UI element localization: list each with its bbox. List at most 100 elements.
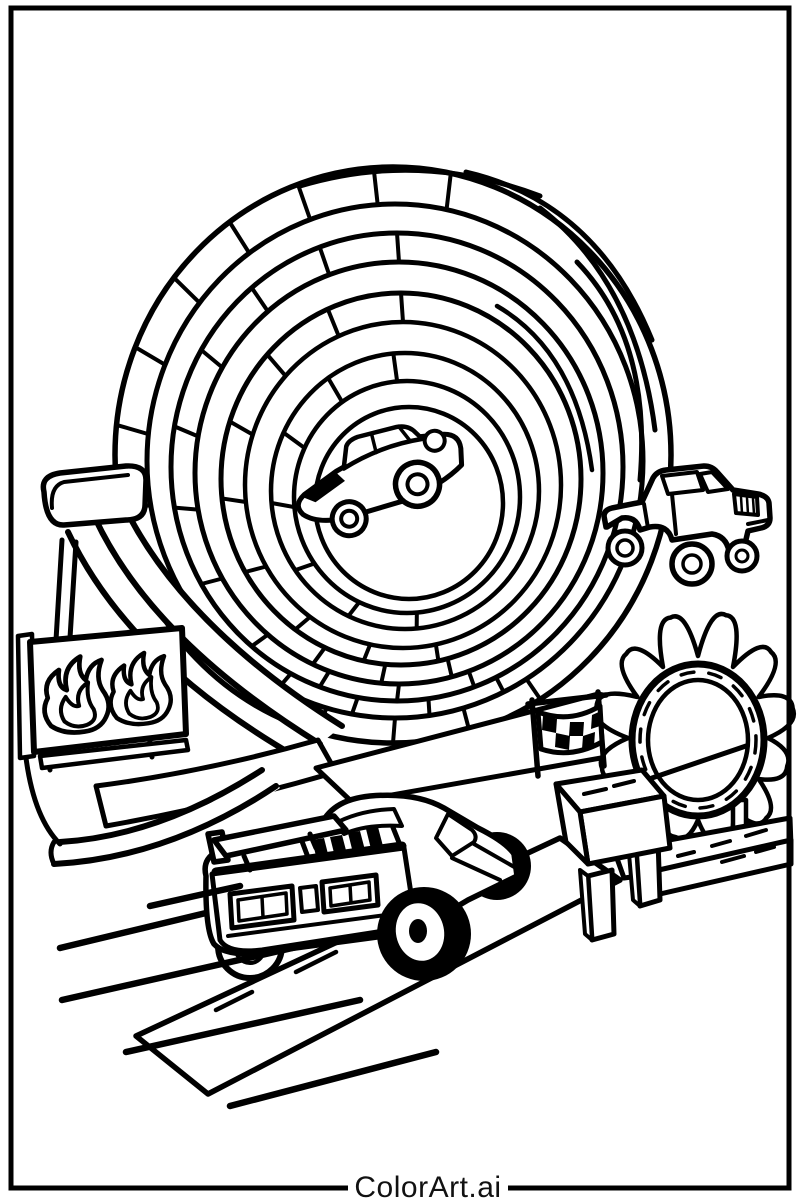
loop-rung: [349, 695, 360, 717]
loop-rung: [524, 676, 543, 702]
loop-ring: [268, 350, 542, 632]
car-rear-hub: [405, 472, 430, 497]
car-rear-wheel: [392, 459, 443, 510]
loop-rung: [317, 245, 332, 277]
loop-rung: [426, 696, 432, 718]
loop-rung: [293, 614, 313, 632]
car-front-hub: [339, 508, 360, 529]
loop-rung: [227, 220, 252, 256]
truck-mid-hub: [681, 553, 703, 575]
car-cabin: [341, 424, 425, 471]
loop-rung: [199, 576, 225, 586]
truck-front-hub: [734, 548, 750, 564]
car-window-lines: [369, 424, 413, 455]
checkered-banner: [525, 689, 609, 779]
speed-line: [58, 940, 314, 1004]
truck-rear-wheel: [605, 528, 645, 568]
slide-edge: [123, 507, 345, 729]
loop-rung: [243, 564, 269, 574]
loop-stunt-car: [295, 424, 465, 539]
lower-slide-surface: [54, 772, 280, 866]
truck-side-window: [660, 470, 705, 496]
loop-rung: [269, 501, 297, 510]
car-bumper-lines: [226, 884, 410, 938]
track-through-ring: [649, 743, 749, 781]
loop-rung: [399, 291, 405, 324]
car-door-lines: [450, 842, 518, 882]
car-right-rear-hub: [409, 919, 427, 943]
loop-rung: [317, 669, 332, 689]
loop-rung: [379, 662, 388, 686]
car-far-wheel: [422, 428, 447, 453]
loop-rung: [391, 351, 400, 384]
speed-lines: [56, 882, 440, 1110]
loop-rung: [310, 645, 327, 667]
loop-band-crossing: [463, 169, 655, 343]
banner-checkers: [542, 711, 601, 750]
loop-band-crossing: [494, 303, 595, 473]
truck-grille-slats: [739, 495, 756, 516]
car-front-wheel: [329, 499, 369, 539]
platform-hatches: [676, 828, 768, 858]
speed-line: [122, 996, 364, 1056]
ring-dashes: [638, 670, 758, 810]
truck-body-lines: [642, 492, 770, 536]
loop-rung: [293, 561, 317, 573]
speed-line: [146, 882, 244, 910]
lower-slide-swoosh: [23, 755, 63, 847]
truck-front-wheel: [724, 538, 760, 574]
footer-text-gap: [348, 1168, 508, 1200]
panel-bottom-bar: [37, 737, 191, 771]
loop-rung: [133, 345, 168, 367]
car-spoiler-mounts: [241, 831, 319, 873]
lower-slide-edge: [57, 767, 265, 845]
jumping-pickup-truck: [601, 463, 773, 587]
loop-rung: [433, 642, 441, 663]
speed-line: [226, 1048, 440, 1110]
loop-rung: [326, 375, 345, 404]
loop-rung: [346, 600, 362, 619]
loop-rung: [391, 716, 397, 745]
loop-rung: [325, 307, 341, 339]
car-rear-window: [332, 807, 404, 836]
loop-opening: [295, 411, 499, 595]
loop-ring: [291, 378, 523, 616]
loop-rung: [281, 430, 307, 450]
loop-rung: [445, 656, 454, 679]
truck-rear-hub: [615, 538, 635, 558]
car-spoiler: [211, 813, 349, 859]
loop-rung: [219, 496, 248, 505]
brand-footer-text: ColorArt.ai: [354, 1171, 501, 1200]
car-side-window: [434, 812, 478, 858]
loop-rung: [171, 275, 202, 305]
ramp-leg-side: [578, 868, 594, 942]
loop-rung: [249, 632, 270, 649]
lower-ramp-hatches: [720, 845, 776, 864]
ramp-dashes: [213, 878, 487, 1013]
lower-slide-tip: [48, 839, 57, 867]
support-pole: [53, 537, 79, 643]
truck-windshield: [698, 470, 730, 494]
jump-block-side: [553, 781, 591, 867]
jump-block-dashes: [582, 779, 636, 796]
loop-rung: [199, 348, 225, 370]
car-hood-shadow: [303, 473, 345, 503]
lower-slide-edge: [51, 783, 279, 867]
ramp-top-curl-line: [49, 473, 130, 510]
loop-rung: [444, 171, 453, 212]
loop-rung: [172, 424, 201, 439]
flame-ramp-tower: [15, 463, 345, 773]
loop-rung: [249, 285, 270, 314]
loop-rung: [265, 352, 288, 378]
foreground-race-car: [202, 792, 531, 981]
car-taillight-left-inner: [236, 891, 289, 923]
loop-rung: [371, 165, 380, 207]
loop-rung: [494, 675, 506, 694]
speed-line: [56, 909, 210, 952]
loop-rung: [227, 419, 255, 437]
loop-rung: [361, 642, 373, 663]
ring-inner: [645, 677, 751, 803]
ring-outer: [628, 660, 768, 820]
